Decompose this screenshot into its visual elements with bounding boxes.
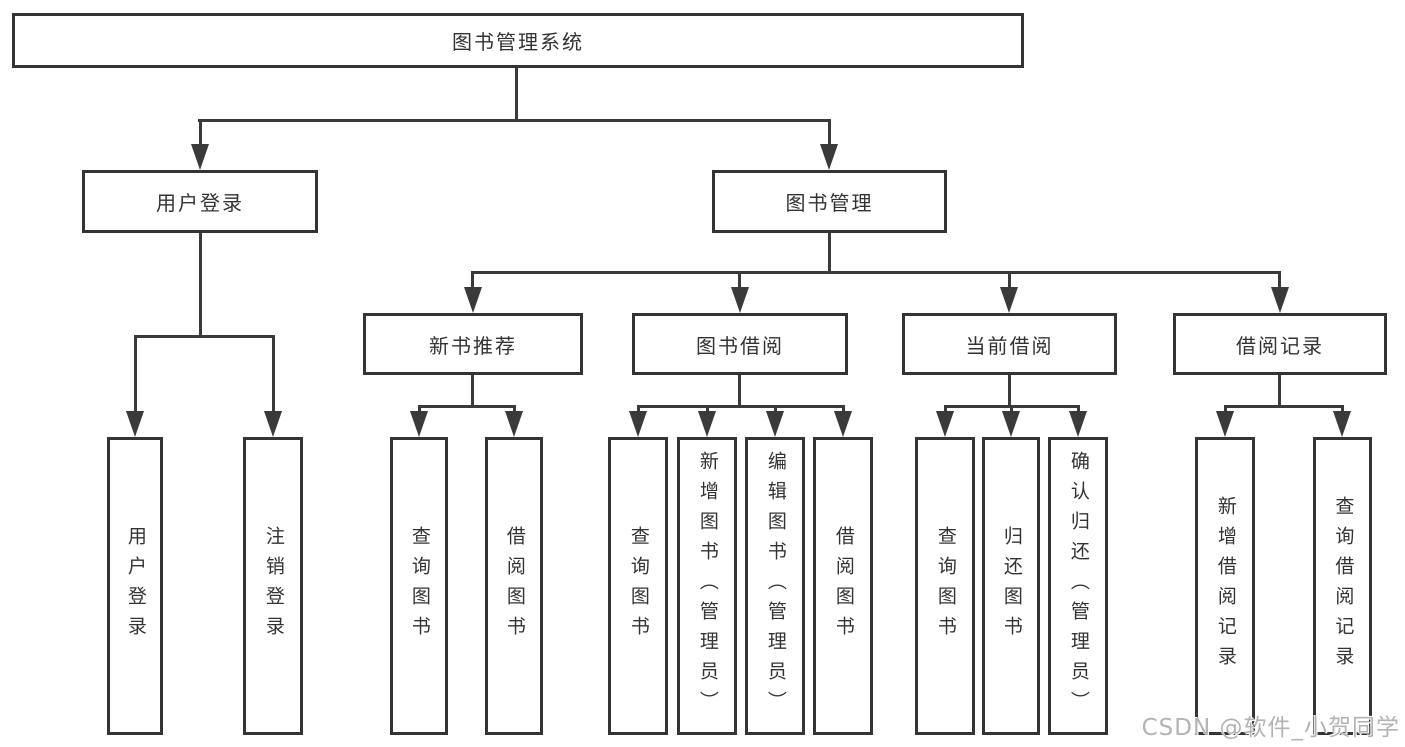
connector-hline	[1224, 405, 1344, 408]
connector-vline	[1008, 375, 1011, 407]
node-label: 确认归还（管理员）	[1067, 451, 1090, 721]
node-label: 借阅记录	[1236, 333, 1324, 358]
node-label: 借阅图书	[832, 526, 855, 646]
node-label: 当前借阅	[965, 333, 1054, 358]
node-label: 查询图书	[627, 526, 650, 646]
connector-hline	[418, 405, 516, 408]
leaf-borrowing-borrow-books: 借阅图书	[813, 437, 873, 735]
connector-vline	[1278, 375, 1281, 407]
node-label: 借阅图书	[503, 526, 526, 646]
connector-hline	[637, 405, 845, 408]
node-label: 新增图书（管理员）	[696, 451, 719, 721]
connector-vline	[1008, 271, 1011, 291]
node-new-book-recommend: 新书推荐	[363, 313, 583, 375]
connector-vline	[471, 375, 474, 407]
arrowhead-down	[629, 411, 647, 437]
arrowhead-down	[834, 411, 852, 437]
node-label: 新书推荐	[429, 333, 517, 358]
node-label: 用户登录	[156, 191, 244, 215]
node-label: 图书管理系统	[452, 30, 584, 54]
connector-vline	[828, 233, 831, 273]
node-label: 查询图书	[934, 526, 957, 646]
leaf-borrowing-add-books-admin: 新增图书（管理员）	[677, 437, 737, 735]
arrowhead-down	[1333, 411, 1351, 437]
node-label: 查询图书	[408, 526, 431, 646]
connector-vline	[828, 119, 831, 147]
arrowhead-down	[1002, 411, 1020, 437]
leaf-current-confirm-return-admin: 确认归还（管理员）	[1048, 437, 1108, 735]
arrowhead-down	[126, 411, 144, 437]
connector-vline	[738, 271, 741, 291]
arrowhead-down	[698, 411, 716, 437]
node-label: 图书借阅	[696, 333, 784, 358]
connector-vline	[1278, 271, 1281, 291]
connector-hline	[471, 271, 1281, 274]
arrowhead-down	[191, 144, 209, 170]
connector-vline	[199, 119, 202, 147]
arrowhead-down	[264, 411, 282, 437]
node-borrowing-records: 借阅记录	[1173, 313, 1387, 375]
leaf-records-add-record: 新增借阅记录	[1195, 437, 1255, 735]
leaf-recommend-query-books: 查询图书	[390, 437, 448, 735]
node-user-login: 用户登录	[82, 170, 318, 233]
arrowhead-down	[766, 411, 784, 437]
arrowhead-down	[1000, 287, 1018, 313]
csdn-watermark: CSDN @软件_小贺同学	[1141, 715, 1400, 741]
connector-vline	[471, 271, 474, 291]
arrowhead-down	[1069, 411, 1087, 437]
arrowhead-down	[820, 144, 838, 170]
node-current-borrowing: 当前借阅	[902, 313, 1117, 375]
node-label: 注销登录	[262, 526, 285, 646]
leaf-records-query-record: 查询借阅记录	[1313, 437, 1372, 735]
node-book-management: 图书管理	[712, 170, 947, 233]
arrowhead-down	[410, 411, 428, 437]
leaf-recommend-borrow-books: 借阅图书	[485, 437, 543, 735]
connector-vline	[199, 233, 202, 337]
leaf-user-login: 用户登录	[107, 437, 163, 735]
connector-vline	[515, 68, 518, 122]
node-label: 图书管理	[785, 191, 874, 215]
arrowhead-down	[505, 411, 523, 437]
connector-vline	[134, 335, 137, 413]
arrowhead-down	[731, 287, 749, 313]
node-book-borrowing: 图书借阅	[632, 313, 848, 375]
node-label: 新增借阅记录	[1214, 496, 1237, 676]
arrowhead-down	[1271, 287, 1289, 313]
node-label: 用户登录	[124, 526, 147, 646]
node-label: 查询借阅记录	[1332, 496, 1355, 676]
node-label: 编辑图书（管理员）	[764, 451, 787, 721]
leaf-borrowing-edit-books-admin: 编辑图书（管理员）	[745, 437, 805, 735]
arrowhead-down	[464, 287, 482, 313]
leaf-logout: 注销登录	[243, 437, 303, 735]
leaf-borrowing-query-books: 查询图书	[608, 437, 668, 735]
connector-hline	[134, 335, 275, 338]
leaf-current-query-books: 查询图书	[915, 437, 975, 735]
connector-vline	[272, 335, 275, 413]
connector-vline	[738, 375, 741, 407]
leaf-current-return-books: 归还图书	[982, 437, 1040, 735]
connector-hline	[198, 119, 831, 122]
node-label: 归还图书	[1000, 526, 1023, 646]
arrowhead-down	[1216, 411, 1234, 437]
node-library-management-system: 图书管理系统	[12, 13, 1024, 68]
arrowhead-down	[936, 411, 954, 437]
